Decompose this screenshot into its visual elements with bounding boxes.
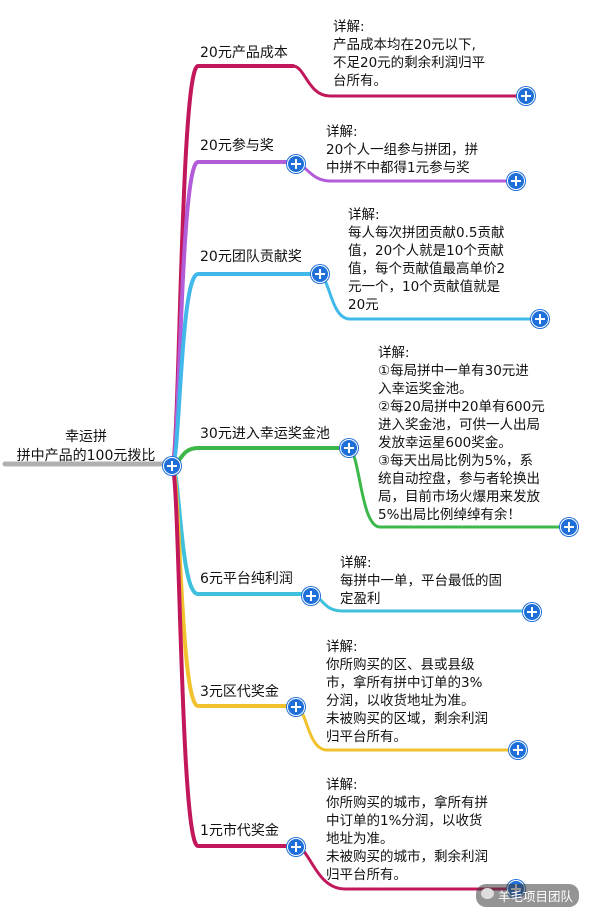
detail-line: 详解: xyxy=(333,19,365,35)
expand-icon[interactable] xyxy=(531,310,549,328)
watermark-text: 羊毛项目团队 xyxy=(498,889,574,904)
detail-line: 市，拿所有拼中订单的3% xyxy=(326,675,483,691)
watermark: 羊毛项目团队 xyxy=(476,884,580,907)
detail-line: 未被购买的区域，剩余利润 xyxy=(326,711,488,727)
detail-line: 详解: xyxy=(348,207,380,223)
branch-lucky-pool[interactable]: 30元进入幸运奖金池 xyxy=(200,426,330,442)
detail-line: 详解: xyxy=(340,555,372,571)
branch-product-cost[interactable]: 20元产品成本 xyxy=(200,45,288,61)
detail-line: 每拼中一单，平台最低的固 xyxy=(340,573,502,589)
expand-icon[interactable] xyxy=(523,603,541,621)
detail-line: 值，每个贡献值最高单价2 xyxy=(348,261,506,277)
detail-product-cost: 详解: 产品成本均在20元以下, 不足20元的剩余利润归平 台所有。 xyxy=(333,18,485,90)
detail-line: 每人每次拼团贡献0.5贡献 xyxy=(348,225,505,241)
detail-line: 中订单的1%分润，以收货 xyxy=(326,813,483,829)
detail-line: 定盈利 xyxy=(340,591,381,607)
branch-district-bonus[interactable]: 3元区代奖金 xyxy=(200,684,279,700)
detail-team-contribution: 详解: 每人每次拼团贡献0.5贡献 值，20个人就是10个贡献 值，每个贡献值最… xyxy=(348,206,505,314)
detail-line: 详解: xyxy=(326,777,358,793)
detail-participation-award: 详解: 20个人一组参与拼团，拼 中拼不中都得1元参与奖 xyxy=(326,123,478,177)
detail-line: 你所购买的城市，拿所有拼 xyxy=(326,795,488,811)
detail-line: 发放幸运星600奖金。 xyxy=(378,435,512,451)
detail-line: 未被购买的城市，剩余利润 xyxy=(326,849,488,865)
detail-district-bonus: 详解: 你所购买的区、县或县级 市，拿所有拼中订单的3% 分润，以收货地址为准。… xyxy=(326,638,488,746)
detail-line: 归平台所有。 xyxy=(326,729,407,745)
detail-line: 详解: xyxy=(378,345,410,361)
expand-icon[interactable] xyxy=(509,741,527,759)
branch-connector xyxy=(170,160,295,468)
detail-line: 20个人一组参与拼团，拼 xyxy=(326,142,479,158)
branch-connector xyxy=(170,64,295,468)
branch-team-contribution[interactable]: 20元团队贡献奖 xyxy=(200,249,302,265)
branch-platform-profit[interactable]: 6元平台纯利润 xyxy=(200,571,293,587)
detail-line: 进入奖金池，可供一人出局 xyxy=(378,417,540,433)
detail-line: 元一个，10个贡献值就是 xyxy=(348,279,501,295)
detail-line: 值，20个人就是10个贡献 xyxy=(348,243,504,259)
branch-participation-award[interactable]: 20元参与奖 xyxy=(200,138,274,154)
branch-connector xyxy=(170,446,350,468)
expand-icon[interactable] xyxy=(287,155,305,173)
detail-lucky-pool: 详解: ①每局拼中一单有30元进 入幸运奖金池。 ②每20局拼中20单有600元… xyxy=(378,344,545,524)
detail-line: 详解: xyxy=(326,639,358,655)
root-title: 幸运拼 xyxy=(65,429,107,445)
expand-icon[interactable] xyxy=(560,518,578,536)
detail-city-bonus: 详解: 你所购买的城市，拿所有拼 中订单的1%分润，以收货 地址为准。 未被购买… xyxy=(326,776,488,884)
detail-line: 20元 xyxy=(348,297,379,313)
detail-platform-profit: 详解: 每拼中一单，平台最低的固 定盈利 xyxy=(340,554,502,608)
detail-line: 你所购买的区、县或县级 xyxy=(326,657,475,673)
expand-icon[interactable] xyxy=(517,87,535,105)
detail-line: 局，目前市场火爆用来发放 xyxy=(378,489,540,505)
root-subtitle: 拼中产品的100元拨比 xyxy=(16,448,156,464)
branch-city-bonus[interactable]: 1元市代奖金 xyxy=(200,823,279,839)
detail-connector xyxy=(291,64,527,98)
detail-line: 台所有。 xyxy=(333,73,387,89)
wechat-icon xyxy=(481,888,494,899)
detail-line: 不足20元的剩余利润归平 xyxy=(333,55,486,71)
expand-icon[interactable] xyxy=(340,439,358,457)
detail-line: 分润，以收货地址为准。 xyxy=(326,693,475,709)
detail-line: 详解: xyxy=(326,124,358,140)
detail-line: ①每局拼中一单有30元进 xyxy=(378,363,529,379)
expand-icon[interactable] xyxy=(287,698,305,716)
detail-line: 入幸运奖金池。 xyxy=(378,381,473,397)
branch-connector xyxy=(170,464,297,848)
detail-line: 产品成本均在20元以下, xyxy=(333,37,476,53)
expand-icon[interactable] xyxy=(311,265,329,283)
expand-icon[interactable] xyxy=(302,587,320,605)
detail-line: 地址为准。 xyxy=(326,831,394,847)
detail-line: 统自动控盘，参与者轮换出 xyxy=(378,471,540,487)
expand-icon[interactable] xyxy=(287,838,305,856)
expand-icon[interactable] xyxy=(507,172,525,190)
root-expand-icon[interactable] xyxy=(163,457,181,475)
detail-line: 5%出局比例绰绰有余！ xyxy=(378,507,521,523)
detail-line: 归平台所有。 xyxy=(326,867,407,883)
detail-line: 中拼不中都得1元参与奖 xyxy=(326,160,470,176)
detail-line: ③每天出局比例为5%，系 xyxy=(378,453,534,469)
root-node[interactable]: 幸运拼 拼中产品的100元拨比 xyxy=(2,428,170,466)
branch-connector xyxy=(170,272,320,468)
detail-line: ②每20局拼中20单有600元 xyxy=(378,399,545,415)
